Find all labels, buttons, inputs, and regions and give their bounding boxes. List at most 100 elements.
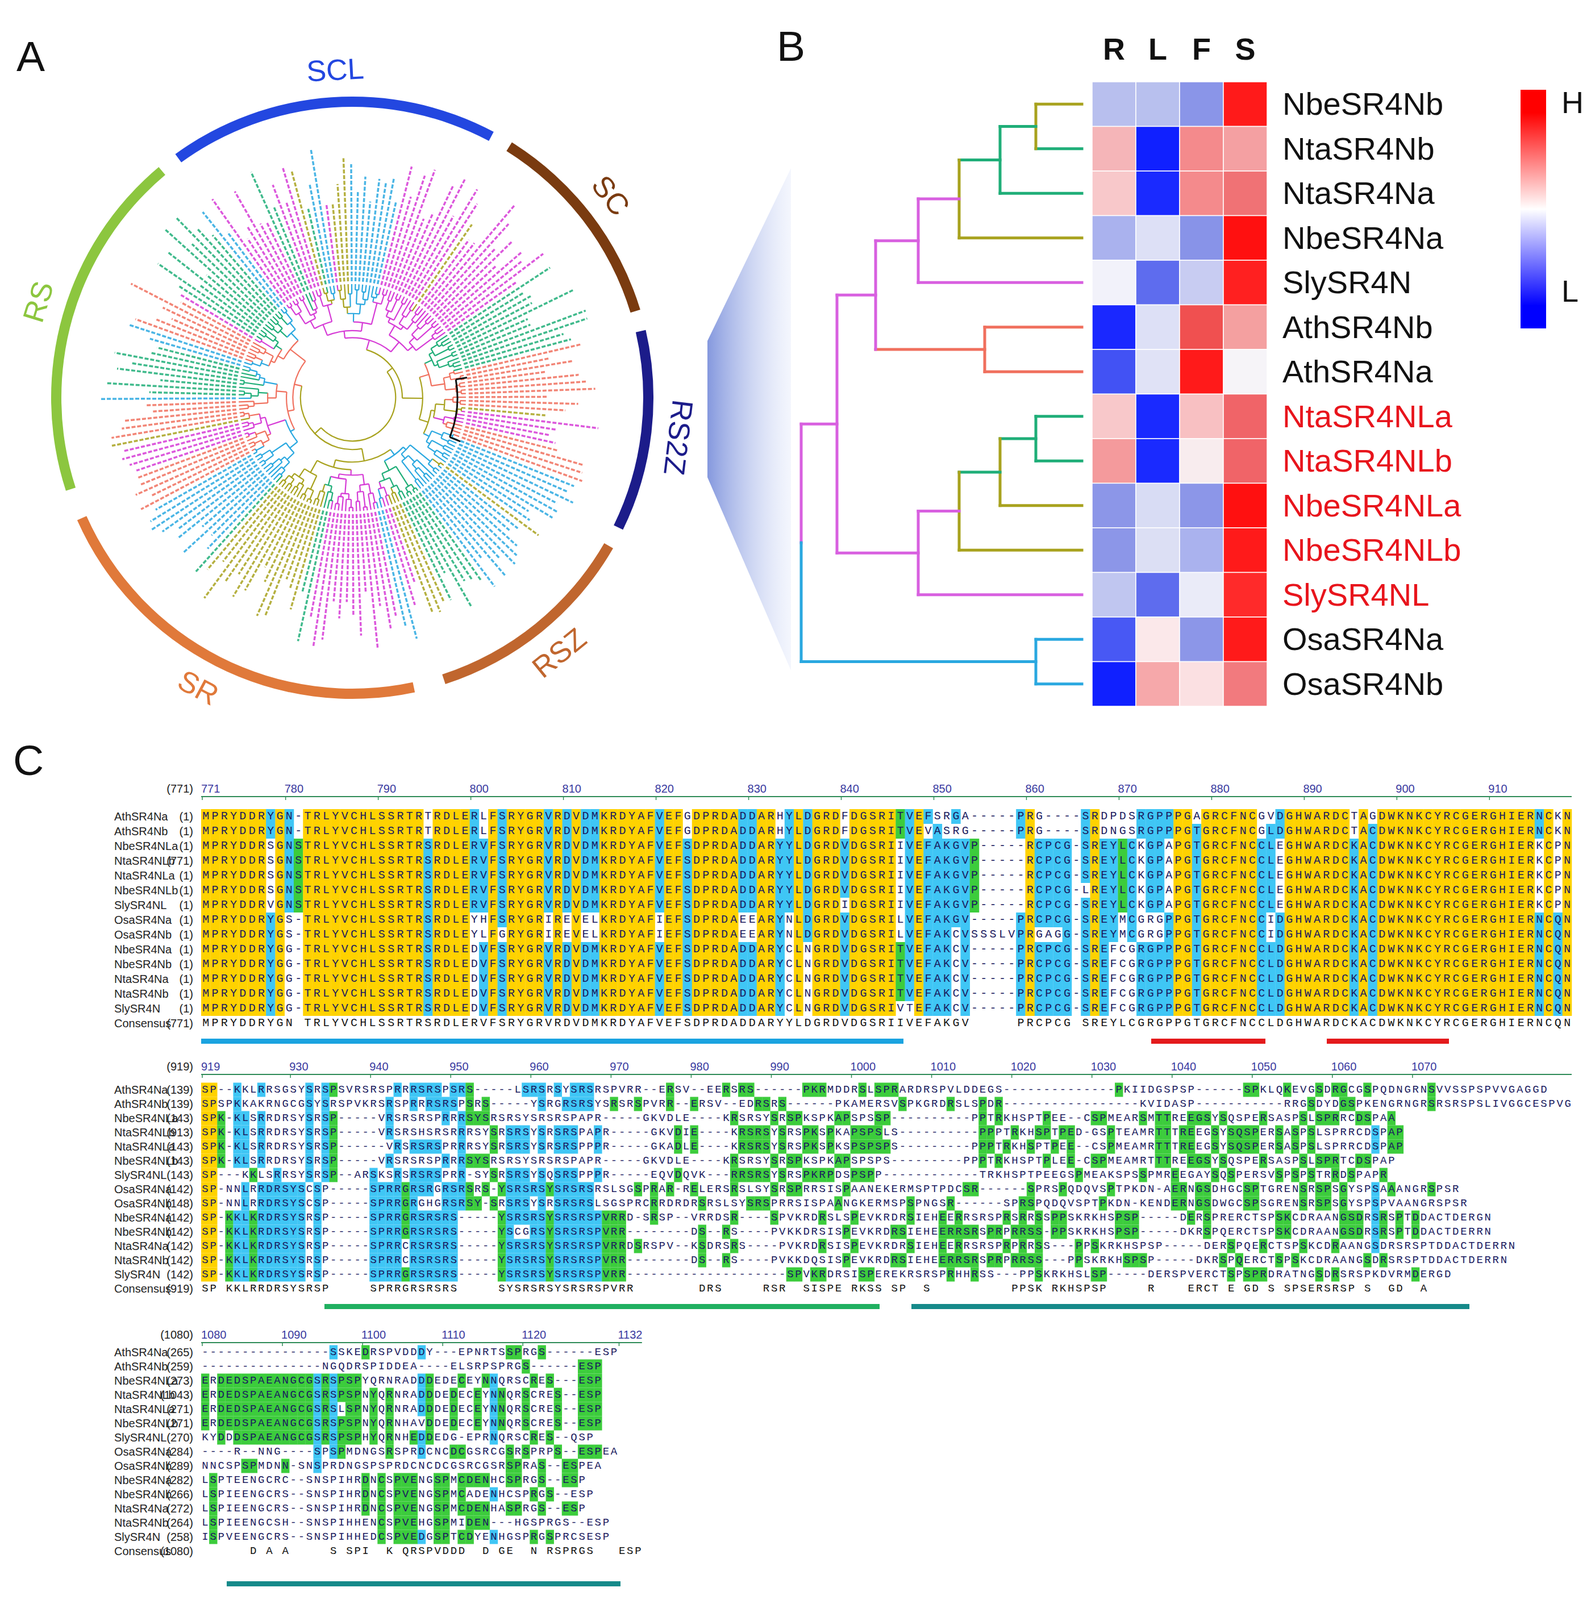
figure-graphic bbox=[388, 494, 393, 505]
figure-graphic bbox=[401, 454, 406, 459]
figure-graphic bbox=[433, 417, 444, 420]
figure-graphic bbox=[302, 510, 324, 593]
figure-graphic bbox=[333, 285, 335, 294]
figure-graphic bbox=[361, 284, 363, 293]
figure-graphic bbox=[317, 499, 320, 506]
figure-graphic bbox=[332, 202, 341, 282]
figure-graphic bbox=[409, 215, 454, 297]
figure-graphic bbox=[313, 498, 316, 505]
figure-graphic bbox=[243, 365, 251, 369]
figure-graphic bbox=[339, 514, 346, 619]
figure-graphic bbox=[355, 284, 356, 290]
figure-graphic bbox=[378, 287, 381, 295]
figure-graphic bbox=[444, 399, 454, 400]
figure-graphic bbox=[454, 372, 464, 375]
figure-graphic bbox=[396, 466, 409, 487]
figure-graphic bbox=[356, 501, 357, 511]
figure-graphic bbox=[447, 443, 456, 447]
figure-graphic bbox=[1135, 483, 1180, 529]
figure-graphic bbox=[1135, 349, 1180, 395]
figure-graphic bbox=[461, 389, 466, 391]
figure-graphic bbox=[372, 493, 376, 503]
figure-graphic bbox=[1223, 126, 1268, 172]
figure-graphic bbox=[398, 294, 402, 301]
figure-graphic bbox=[401, 461, 416, 481]
figure-graphic bbox=[238, 390, 245, 392]
figure-graphic bbox=[278, 479, 283, 485]
figure-graphic bbox=[315, 289, 319, 297]
figure-graphic bbox=[272, 316, 279, 323]
figure-graphic bbox=[395, 293, 398, 299]
figure-graphic bbox=[363, 491, 365, 507]
figure-graphic bbox=[446, 467, 539, 536]
figure-graphic bbox=[1092, 349, 1136, 395]
figure-graphic bbox=[1135, 527, 1180, 573]
figure-graphic bbox=[1135, 438, 1180, 484]
figure-graphic bbox=[357, 492, 358, 502]
figure-graphic bbox=[345, 499, 347, 512]
figure-graphic bbox=[423, 433, 430, 437]
figure-graphic bbox=[442, 455, 448, 460]
figure-graphic bbox=[461, 393, 466, 394]
figure-graphic bbox=[412, 464, 418, 469]
figure-graphic bbox=[1092, 661, 1136, 707]
figure-graphic bbox=[409, 302, 414, 310]
figure-graphic bbox=[243, 427, 255, 431]
figure-graphic bbox=[337, 496, 339, 505]
figure-graphic bbox=[239, 383, 244, 385]
figure-graphic bbox=[340, 493, 342, 497]
figure-graphic bbox=[1179, 81, 1224, 127]
figure-graphic bbox=[297, 511, 327, 641]
figure-graphic bbox=[402, 398, 423, 399]
figure-graphic bbox=[1179, 171, 1224, 216]
figure-graphic bbox=[343, 299, 344, 308]
figure-graphic bbox=[363, 474, 365, 485]
figure-graphic bbox=[248, 442, 254, 445]
figure-graphic bbox=[285, 312, 293, 322]
clade-arc bbox=[77, 515, 415, 699]
figure-graphic bbox=[384, 486, 387, 496]
figure-graphic bbox=[1179, 215, 1224, 261]
figure-graphic bbox=[460, 400, 466, 401]
figure-graphic bbox=[1223, 349, 1268, 395]
figure-graphic bbox=[327, 500, 329, 509]
figure-graphic bbox=[1135, 215, 1180, 261]
figure-graphic bbox=[267, 434, 271, 436]
figure-graphic bbox=[294, 384, 302, 386]
figure-graphic bbox=[252, 363, 261, 366]
figure-graphic bbox=[1092, 126, 1136, 172]
figure-graphic bbox=[1223, 661, 1268, 707]
figure-graphic bbox=[449, 372, 455, 374]
figure-graphic bbox=[427, 447, 436, 453]
figure-graphic bbox=[284, 306, 288, 311]
figure-graphic bbox=[411, 303, 417, 311]
figure-graphic bbox=[1092, 260, 1136, 306]
figure-graphic bbox=[320, 492, 325, 507]
figure-graphic bbox=[264, 455, 274, 462]
figure-graphic bbox=[253, 402, 268, 404]
figure-graphic bbox=[260, 330, 267, 335]
figure-graphic bbox=[238, 398, 252, 399]
figure-graphic bbox=[1223, 81, 1268, 127]
figure-graphic bbox=[238, 401, 254, 402]
figure-graphic bbox=[344, 331, 346, 339]
figure-graphic bbox=[1223, 215, 1268, 261]
figure-graphic bbox=[351, 284, 352, 294]
figure-graphic bbox=[378, 498, 382, 508]
figure-graphic bbox=[280, 330, 287, 337]
figure-graphic bbox=[411, 314, 416, 321]
figure-graphic bbox=[277, 355, 284, 360]
figure-graphic bbox=[363, 292, 364, 300]
figure-graphic bbox=[434, 348, 449, 356]
figure-graphic bbox=[246, 355, 255, 360]
figure-graphic bbox=[1092, 305, 1136, 351]
figure-graphic bbox=[289, 322, 296, 330]
figure-graphic bbox=[241, 372, 257, 377]
figure-graphic bbox=[248, 422, 253, 424]
figure-graphic bbox=[244, 413, 249, 414]
figure-graphic bbox=[386, 310, 389, 317]
figure-graphic bbox=[394, 492, 399, 502]
figure-graphic bbox=[356, 514, 362, 636]
figure-graphic bbox=[415, 487, 419, 491]
figure-graphic bbox=[372, 297, 374, 302]
